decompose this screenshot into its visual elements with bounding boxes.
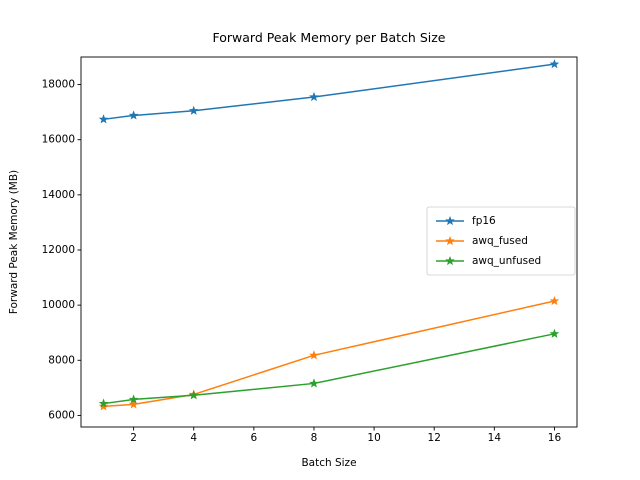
series-line-awq_unfused — [102, 333, 556, 405]
y-axis-ticks: 6000 8000 10000 12000 14000 16000 18000 — [42, 79, 81, 421]
legend-marker-awq_fused — [445, 235, 455, 246]
legend-label-awq_fused: awq_fused — [472, 235, 528, 247]
x-tick-label: 4 — [190, 432, 197, 444]
x-tick-label: 16 — [548, 432, 562, 444]
marker-awq_fused-1 — [98, 401, 109, 411]
plot-border — [80, 56, 578, 428]
marker-awq_fused-8 — [309, 350, 319, 360]
legend-marker-fp16 — [445, 215, 455, 226]
series-line-fp16 — [102, 63, 556, 121]
legend-frame — [426, 206, 576, 276]
legend-label-awq_unfused: awq_unfused — [472, 255, 541, 267]
x-tick-label: 12 — [428, 432, 441, 444]
y-tick-label: 6000 — [48, 409, 75, 421]
y-tick-label: 16000 — [42, 134, 75, 146]
marker-awq_fused-2 — [128, 399, 139, 409]
x-tick-label: 14 — [488, 432, 502, 444]
y-axis-label: Forward Peak Memory (MB) — [8, 170, 20, 314]
marker-fp16-2 — [128, 110, 139, 120]
marker-awq_fused-16 — [549, 295, 560, 306]
marker-fp16-4 — [188, 105, 199, 115]
marker-awq_unfused-2 — [128, 394, 139, 404]
y-tick-label: 10000 — [42, 299, 75, 311]
legend-marker-awq_unfused — [445, 255, 455, 266]
legend-entry-awq_unfused[interactable]: awq_unfused — [436, 255, 541, 267]
marker-awq_unfused-8 — [309, 378, 319, 388]
x-tick-label: 2 — [130, 432, 137, 444]
x-tick-label: 6 — [251, 432, 258, 444]
series-fp16 — [98, 59, 560, 124]
series-awq_unfused — [98, 328, 560, 408]
x-axis-ticks: 2 4 6 8 10 12 14 16 — [130, 427, 561, 444]
marker-awq_unfused-1 — [98, 398, 109, 408]
legend-entry-fp16[interactable]: fp16 — [436, 215, 496, 227]
marker-fp16-1 — [98, 114, 109, 124]
data-series-group — [98, 59, 560, 411]
marker-fp16-16 — [549, 59, 560, 69]
chart-legend[interactable]: fp16 awq_fused awq_unfused — [426, 206, 576, 276]
marker-fp16-8 — [309, 91, 319, 102]
y-tick-label: 8000 — [48, 354, 75, 366]
y-tick-label: 12000 — [42, 244, 75, 256]
marker-awq_unfused-4 — [188, 390, 199, 400]
axes-spines — [80, 56, 578, 428]
series-line-awq_fused — [102, 300, 556, 408]
legend-entry-awq_fused[interactable]: awq_fused — [436, 235, 528, 247]
legend-label-fp16: fp16 — [472, 215, 496, 227]
x-axis-label: Batch Size — [301, 457, 356, 469]
series-awq_fused — [98, 295, 560, 411]
marker-awq_unfused-16 — [549, 328, 560, 338]
chart-title: Forward Peak Memory per Batch Size — [212, 30, 445, 45]
x-tick-label: 8 — [311, 432, 318, 444]
y-tick-label: 18000 — [42, 79, 75, 91]
y-tick-label: 14000 — [42, 189, 75, 201]
x-tick-label: 10 — [367, 432, 380, 444]
